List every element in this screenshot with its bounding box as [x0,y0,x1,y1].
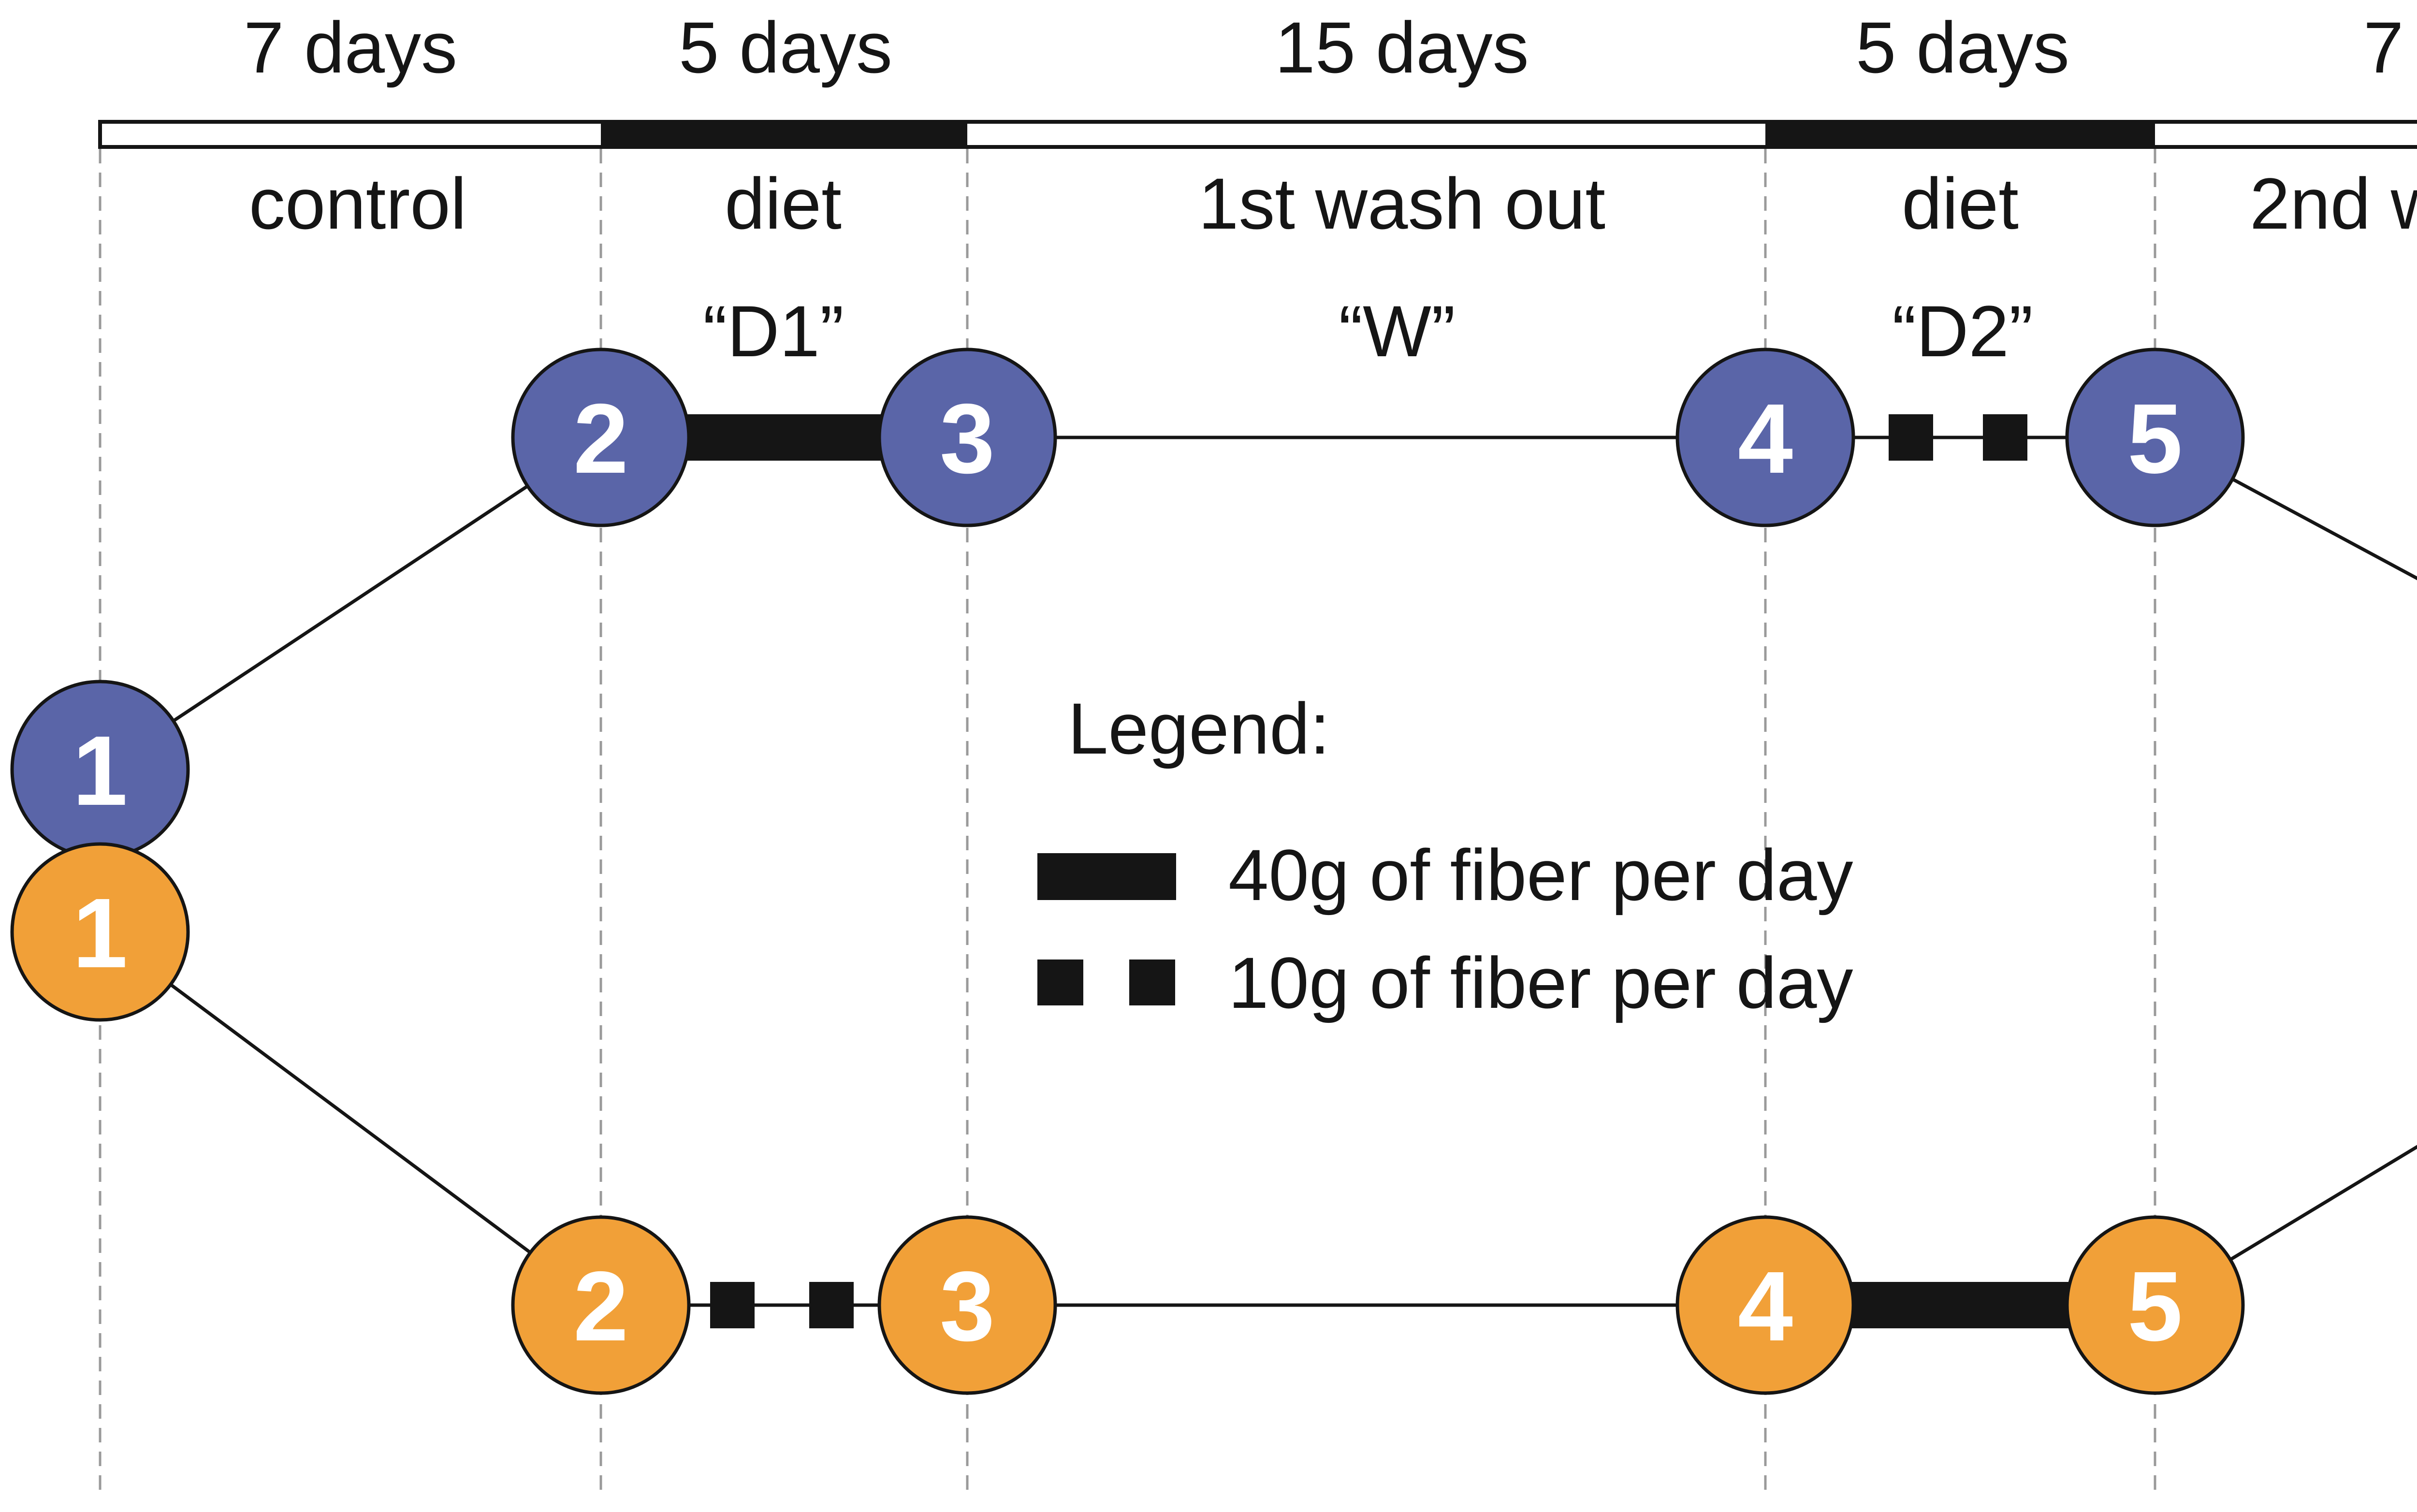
legend-item-label: 10g of fiber per day [1228,942,1853,1023]
phase-name-label: control [249,163,466,244]
diet2-bar-segment [1765,120,2155,149]
visit-number: 4 [1738,1251,1793,1362]
diet1-bar-segment [601,120,967,149]
phase-name-label: 2nd wash out [2250,163,2417,244]
visit-circle-orange-1 [10,842,190,1022]
visit-number: 1 [73,878,128,989]
phase-duration-label: 7 days [2363,7,2417,88]
legend-40g-swatch [1037,853,1176,900]
legend-item-label: 40g of fiber per day [1228,834,1853,916]
visit-circle-blue-5 [2065,348,2245,527]
orange-arm-10g-diet-square [809,1282,854,1328]
phase-code-label: “D1” [703,291,844,372]
phase-duration-label: 7 days [244,7,457,88]
phase-name-label: 1st wash out [1198,163,1605,244]
visit-number: 1 [73,715,128,826]
phase-duration-label: 5 days [1856,7,2069,88]
visit-circle-orange-2 [511,1215,691,1395]
blue-arm-link-5-6 [2154,436,2417,581]
blue-arm-link-1-2 [99,436,602,771]
orange-arm-link-1-2 [99,930,602,1307]
legend-10g-swatch [1037,960,1083,1005]
visit-number: 3 [940,383,995,494]
phase-name-label: diet [725,163,842,244]
phase-duration-label: 5 days [679,7,892,88]
phase-code-label: “D2” [1892,291,2033,372]
visit-circle-blue-3 [877,348,1057,527]
visit-circle-orange-4 [1675,1215,1855,1395]
visit-number: 2 [573,383,628,494]
visit-number: 5 [2127,1251,2183,1362]
visit-number: 4 [1738,383,1793,494]
blue-arm-10g-diet-square [1983,414,2027,461]
visit-circle-blue-4 [1675,348,1855,527]
visit-circle-blue-2 [511,348,691,527]
blue-arm-10g-diet-square [1889,414,1933,461]
visit-number: 3 [940,1251,995,1362]
orange-arm-10g-diet-square [710,1282,755,1328]
legend-title: Legend: [1068,688,1330,769]
visit-number: 2 [573,1251,628,1362]
phase-name-label: diet [1902,163,2019,244]
phase-code-label: “W” [1339,291,1455,372]
visit-circle-orange-5 [2065,1215,2245,1395]
orange-arm-link-5-6 [2154,1145,2417,1307]
visit-number: 5 [2127,383,2183,494]
phase-duration-label: 15 days [1275,7,1529,88]
legend-10g-swatch [1129,960,1175,1005]
visit-circle-orange-3 [877,1215,1057,1395]
